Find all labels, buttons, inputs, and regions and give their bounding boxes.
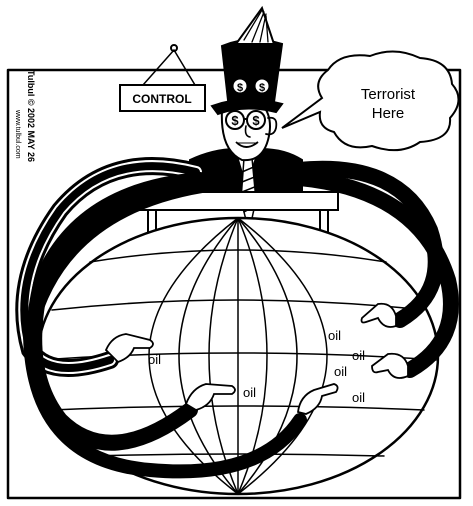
oil-label-lower-right: oil [352,390,365,405]
speech-bubble: Terrorist Here [281,50,460,152]
hands [104,302,409,415]
artist-signature: Tulbul © 2002 MAY 26 [26,70,36,162]
artist-website: www.tulbul.com [14,109,21,159]
hand-left [104,333,154,364]
top-hat: $ $ [210,38,284,116]
podium [139,191,339,235]
hand-center [184,383,236,411]
arm-lower-right [292,170,459,378]
hand-right [360,302,397,328]
oil-label-center: oil [243,385,256,400]
svg-text:$: $ [259,82,265,94]
oil-label-right: oil [352,348,365,363]
arms [15,157,459,479]
svg-text:$: $ [237,82,243,94]
hand-lower-right [297,383,339,415]
hand-far-right [371,352,409,379]
speech-bubble-line1: Terrorist [361,86,416,103]
website-text: www.tulbul.com [14,109,21,159]
dollar-eye-right: $ [252,113,260,128]
man-figure: $ $ $ $ [189,5,303,233]
oil-label-mid-right: oil [334,364,347,379]
dollar-eye-left: $ [231,113,239,128]
arm-bottom [22,179,307,479]
oil-label-left: oil [148,352,161,367]
oil-labels: oil oil oil oil oil oil [148,328,365,405]
oil-label-upper-right: oil [328,328,341,343]
pointed-cap [234,5,276,45]
speech-bubble-line2: Here [372,105,405,122]
control-sign: CONTROL [119,44,206,112]
control-sign-text: CONTROL [132,92,191,106]
signature-text: Tulbul © 2002 MAY 26 [26,70,36,162]
